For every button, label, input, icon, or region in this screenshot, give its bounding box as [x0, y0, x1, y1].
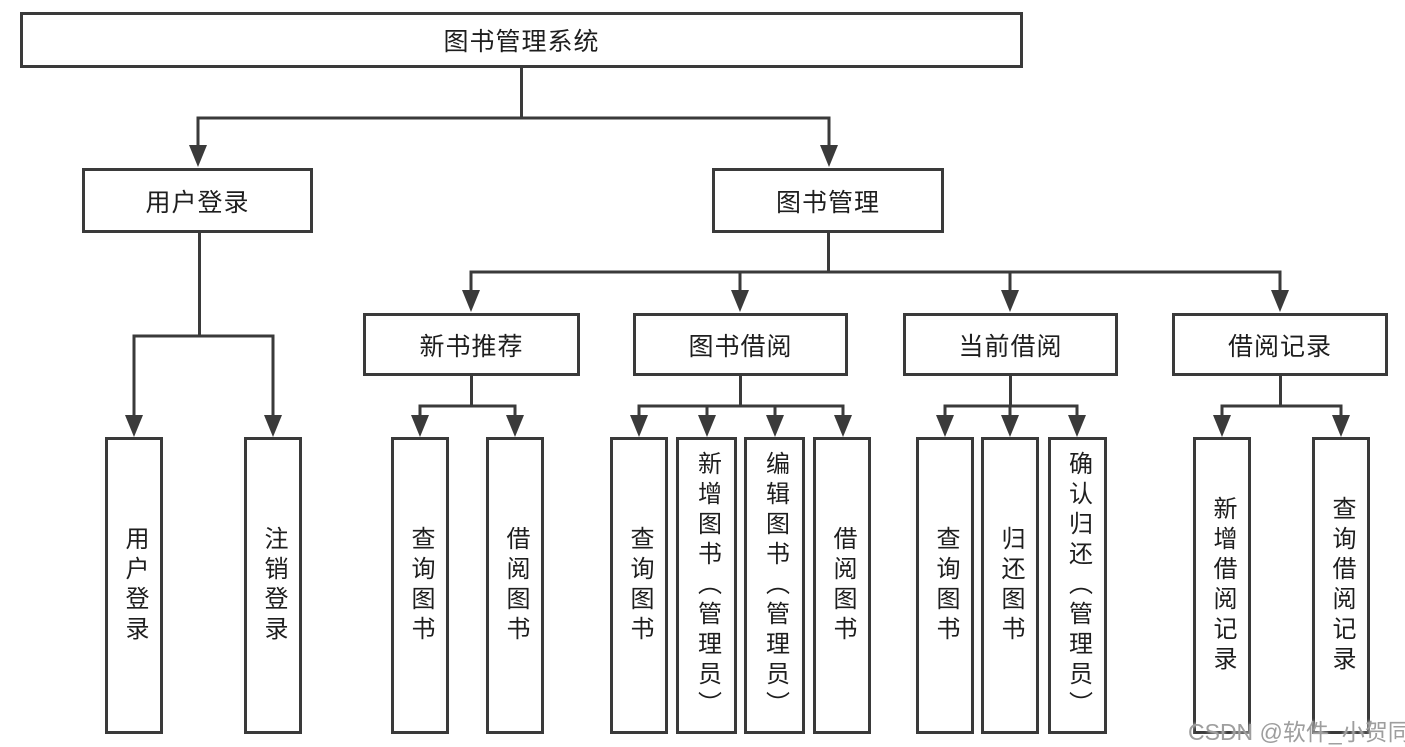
connector-book-split: [469, 233, 1282, 274]
connector-current-split: [943, 376, 1079, 408]
node-user-login: 用户登录: [82, 168, 313, 233]
connector-new-split: [418, 376, 517, 408]
leaf-query-books-current: 查询图书: [916, 437, 974, 734]
leaf-logout: 注销登录: [244, 437, 302, 734]
node-book-management: 图书管理: [712, 168, 944, 233]
leaf-borrow-books: 借阅图书: [813, 437, 871, 734]
leaf-return-book: 归还图书: [981, 437, 1039, 734]
leaf-query-books-recommend: 查询图书: [391, 437, 449, 734]
leaf-edit-book-admin: 编辑图书（管理员）: [744, 437, 805, 734]
leaf-add-borrow-record: 新增借阅记录: [1193, 437, 1251, 734]
connector-borrow-split: [637, 376, 845, 408]
leaf-user-login: 用户登录: [105, 437, 163, 734]
node-library-system: 图书管理系统: [20, 12, 1023, 68]
leaf-borrow-books-recommend: 借阅图书: [486, 437, 544, 734]
connector-records-split: [1220, 376, 1343, 408]
leaf-add-book-admin: 新增图书（管理员）: [676, 437, 737, 734]
node-new-book-recommend: 新书推荐: [363, 313, 580, 376]
connector-root-split: [196, 66, 831, 120]
csdn-watermark: CSDN @软件_小贺同学: [1188, 719, 1405, 745]
node-book-borrow: 图书借阅: [633, 313, 848, 376]
connector-user-split: [132, 233, 275, 338]
node-borrow-records: 借阅记录: [1172, 313, 1388, 376]
leaf-confirm-return-admin: 确认归还（管理员）: [1048, 437, 1107, 734]
leaf-query-borrow-record: 查询借阅记录: [1312, 437, 1370, 734]
node-current-borrow: 当前借阅: [903, 313, 1118, 376]
leaf-query-books-borrow: 查询图书: [610, 437, 668, 734]
